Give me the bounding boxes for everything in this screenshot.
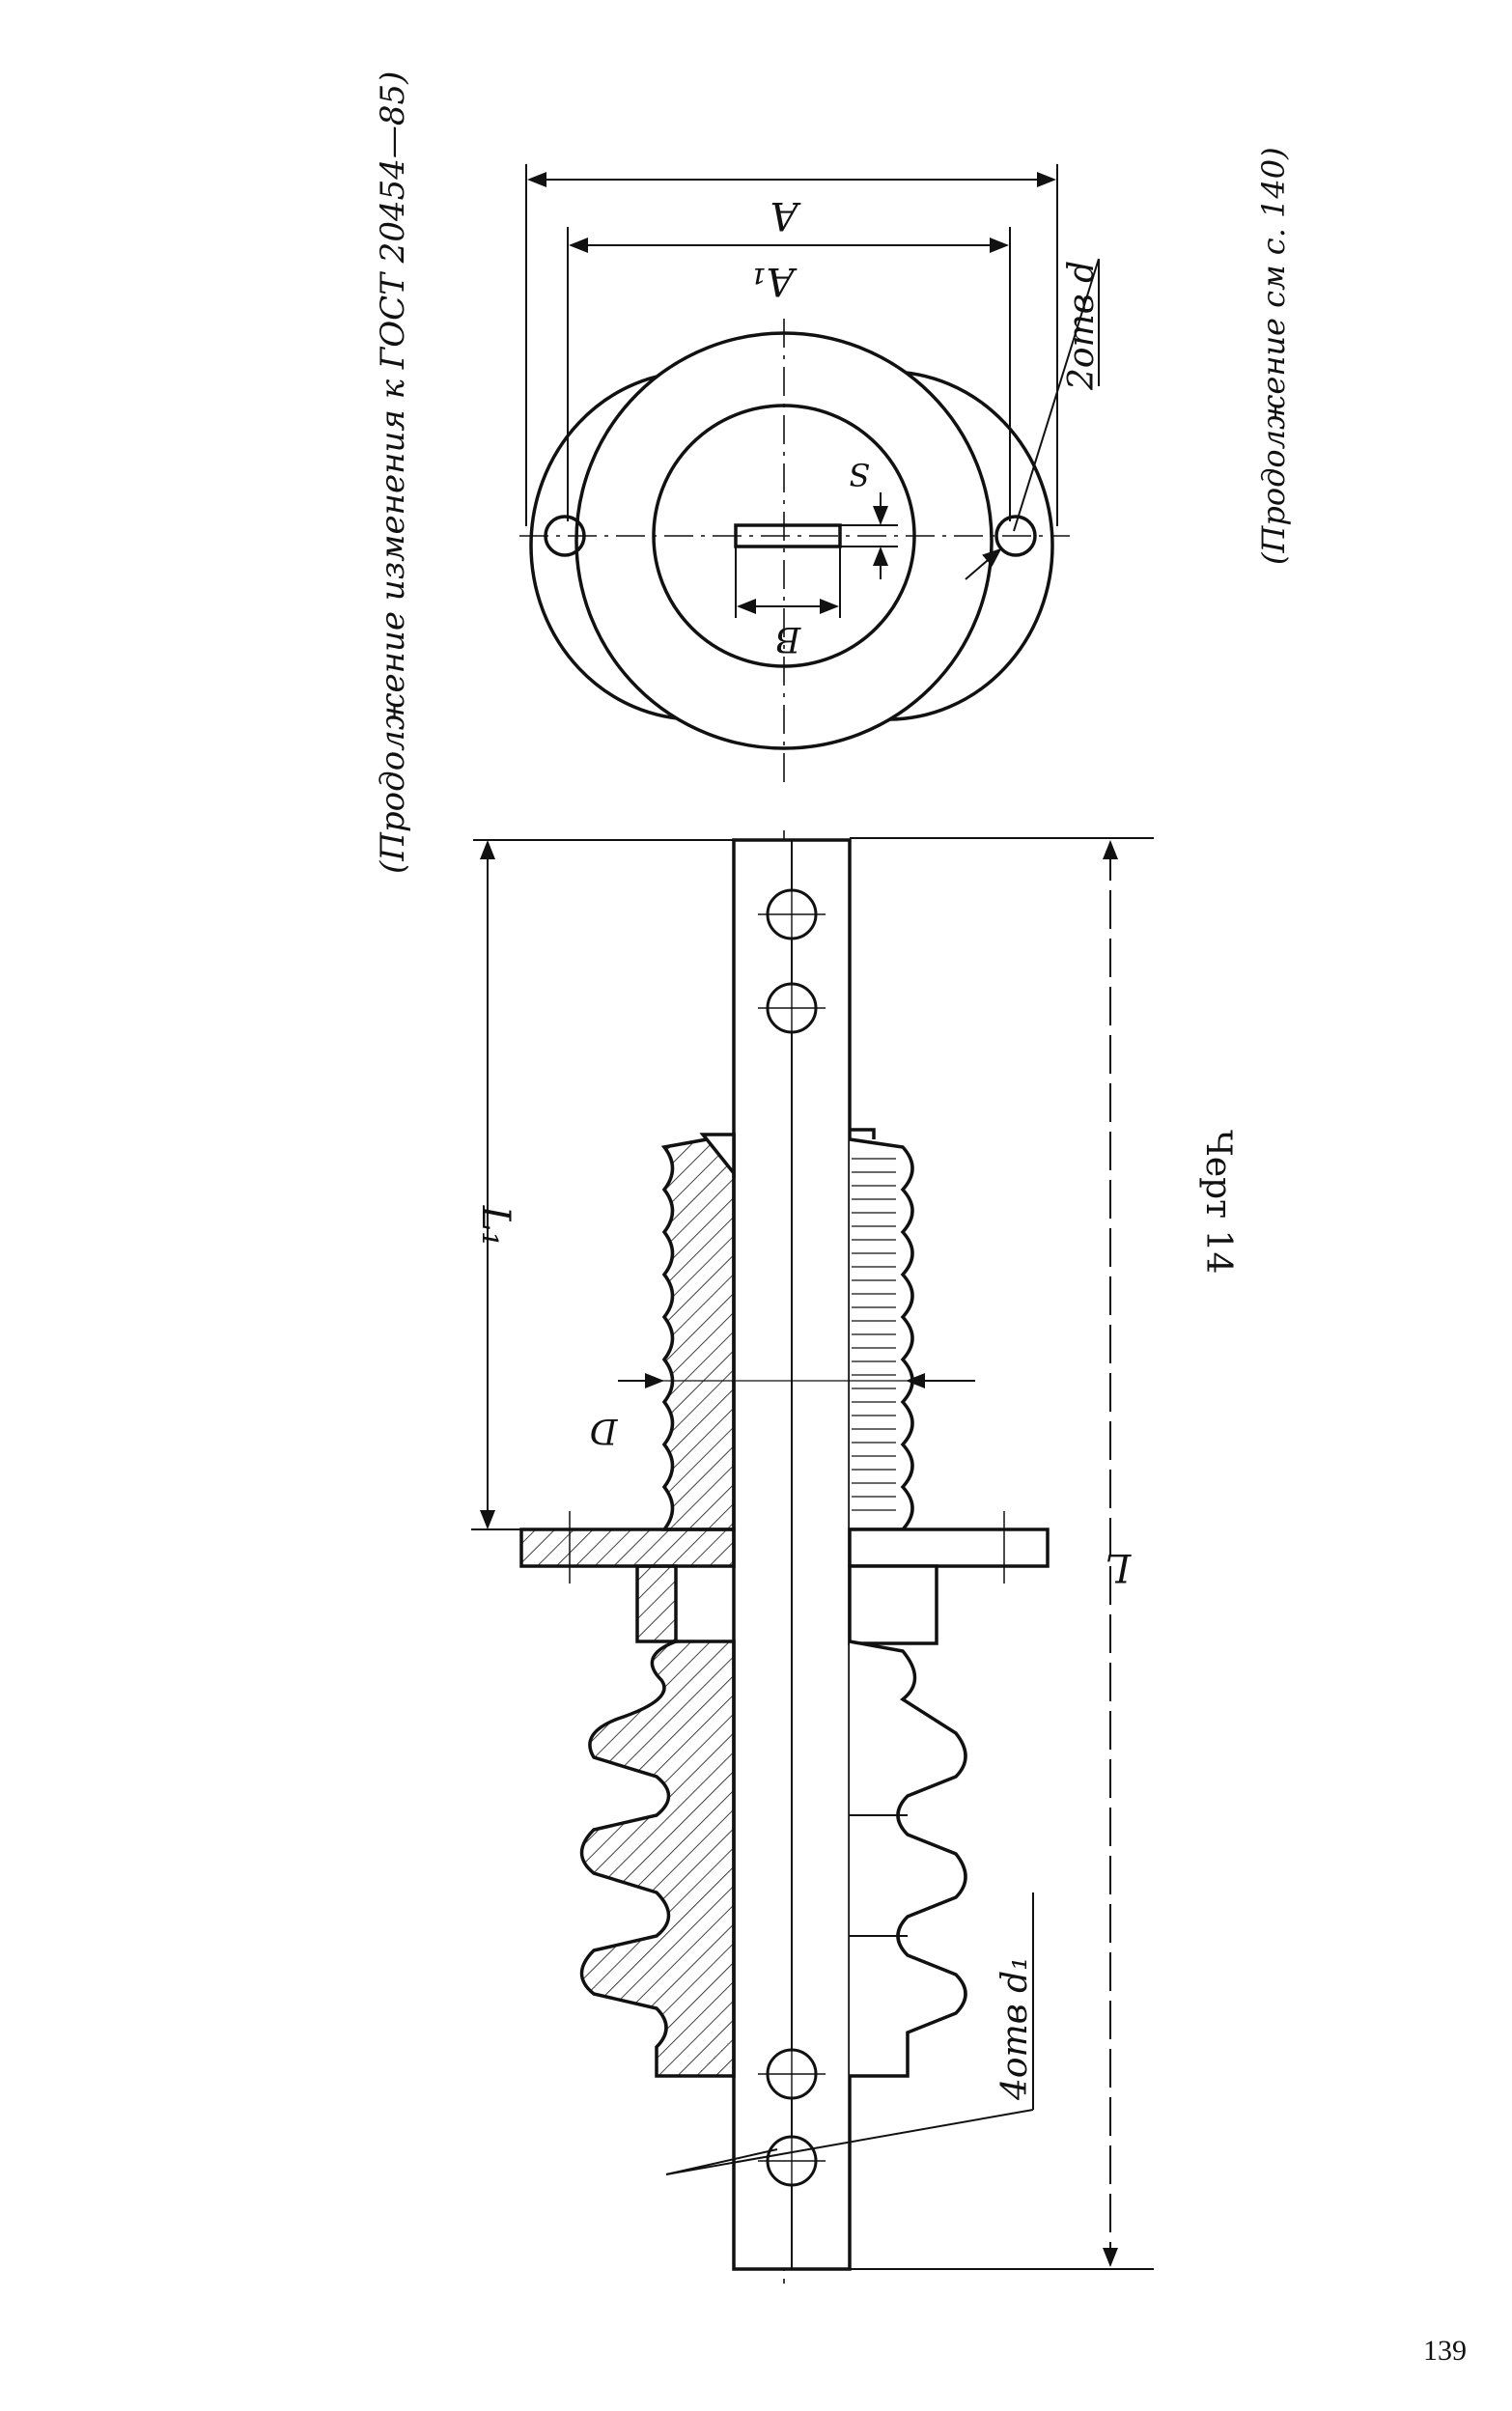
- figure-caption: Черт 14: [1198, 1130, 1238, 1274]
- mount-hole-right: [994, 515, 1037, 557]
- footer-note: (Продолжение см с. 140): [1255, 147, 1292, 565]
- upper-ribbing-lines: [852, 1158, 896, 1511]
- dim-A-label: A: [770, 193, 802, 238]
- dim-L1-label: L₁: [473, 1205, 518, 1248]
- dim-A: [525, 164, 1058, 526]
- dim-holes-4-label: 4отв d₁: [995, 1956, 1035, 2101]
- page-number: 139: [1423, 2335, 1467, 2367]
- terminal-holes-bottom: [758, 2040, 826, 2195]
- header-note: (Продолжение изменения к ГОСТ 20454—85): [374, 71, 412, 874]
- dim-holes-4-leader: [665, 1892, 1034, 2175]
- end-view: [519, 319, 1070, 782]
- terminal-holes-top: [758, 881, 826, 1042]
- dim-B-label: B: [775, 619, 801, 659]
- conductor-bar: [732, 838, 852, 2271]
- mounting-flange: [519, 1511, 1050, 1645]
- dim-A1: [567, 227, 1011, 521]
- dim-holes-2-leader: [965, 258, 1100, 580]
- dim-S-label: S: [849, 456, 870, 492]
- dim-L1: [471, 839, 734, 1530]
- dim-L: [850, 837, 1154, 2270]
- dim-B: [735, 529, 841, 618]
- lower-sheds-section: [579, 1640, 967, 2078]
- dim-holes-2-label: 2отв d: [1062, 261, 1102, 391]
- dim-S: [840, 492, 898, 579]
- upper-ribbed-section: [660, 1128, 914, 1531]
- dim-A1-label: A₁: [751, 259, 798, 303]
- dim-D-label: D: [589, 1411, 618, 1450]
- dim-L-label: L: [1106, 1545, 1133, 1589]
